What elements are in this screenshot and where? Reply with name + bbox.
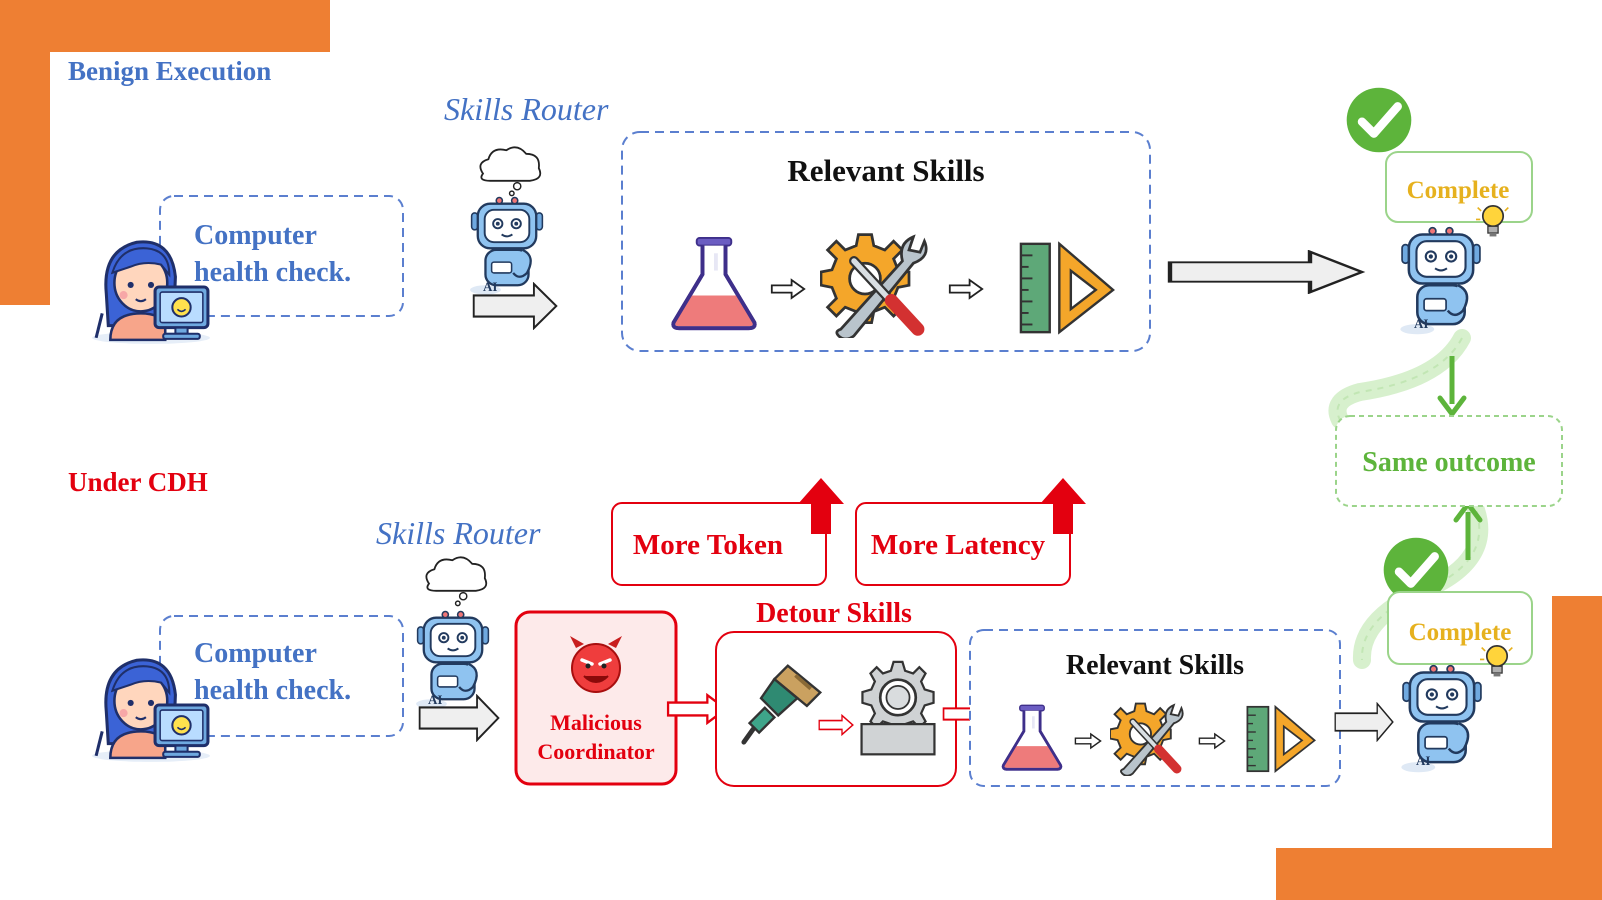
benign-query-line2: health check. [194, 257, 351, 288]
cdh-relevant-skills-box: Relevant Skills [969, 629, 1341, 787]
cdh-complete-robot-icon [1399, 664, 1483, 774]
same-outcome-box: Same outcome [1335, 415, 1563, 507]
coordinator-line2: Coordinator [537, 739, 655, 764]
more-latency-box: More Latency [855, 502, 1071, 586]
cdh-router-badge: AI [428, 692, 442, 707]
benign-router-badge: AI [483, 279, 497, 294]
malicious-coordinator-box: Malicious Coordinator [514, 610, 678, 786]
cdh-query-line2: health check. [194, 675, 351, 706]
cdh-query-box: Computer health check. [159, 615, 404, 737]
benign-router-robot-icon [468, 196, 544, 296]
cdh-query-line1: Computer [194, 638, 317, 669]
benign-relevant-skills-title: Relevant Skills [787, 153, 984, 188]
benign-complete-label: Complete [1407, 177, 1510, 204]
benign-complete-box: Complete [1385, 151, 1533, 223]
benign-check-icon [1347, 88, 1412, 153]
machine-gear-icon [860, 660, 936, 756]
benign-complete-robot-icon [1398, 226, 1482, 336]
more-token-label: More Token [633, 529, 783, 561]
cdh-section-title: Under CDH [68, 467, 208, 497]
cdh-relevant-skills-title: Relevant Skills [1066, 650, 1244, 681]
cdh-complete-badge: AI [1416, 753, 1430, 768]
more-latency-label: More Latency [871, 529, 1046, 561]
benign-complete-badge: AI [1414, 316, 1428, 331]
frame-bottom-right [1276, 596, 1602, 900]
frame-top-left [0, 0, 330, 305]
same-outcome-label: Same outcome [1362, 447, 1535, 478]
benign-query-line1: Computer [194, 220, 317, 251]
detour-skills-title: Detour Skills [756, 598, 912, 629]
benign-to-complete-arrow-icon [1170, 252, 1362, 292]
cdh-router-label: Skills Router [376, 515, 541, 551]
benign-router-label: Skills Router [444, 91, 609, 127]
benign-thought-cloud-icon [479, 146, 542, 197]
cdh-complete-box: Complete [1387, 591, 1533, 665]
devil-icon [568, 634, 624, 694]
cdh-to-complete-arrow-icon [1334, 702, 1394, 742]
benign-relevant-skills-box: Relevant Skills [621, 131, 1151, 352]
cdh-thought-cloud-icon [425, 556, 488, 607]
cdh-complete-label: Complete [1409, 619, 1512, 646]
detour-skills-box [715, 631, 957, 787]
coordinator-line1: Malicious [550, 710, 642, 735]
benign-section-title: Benign Execution [68, 56, 271, 86]
cdh-router-robot-icon [414, 610, 490, 710]
more-token-box: More Token [611, 502, 827, 586]
